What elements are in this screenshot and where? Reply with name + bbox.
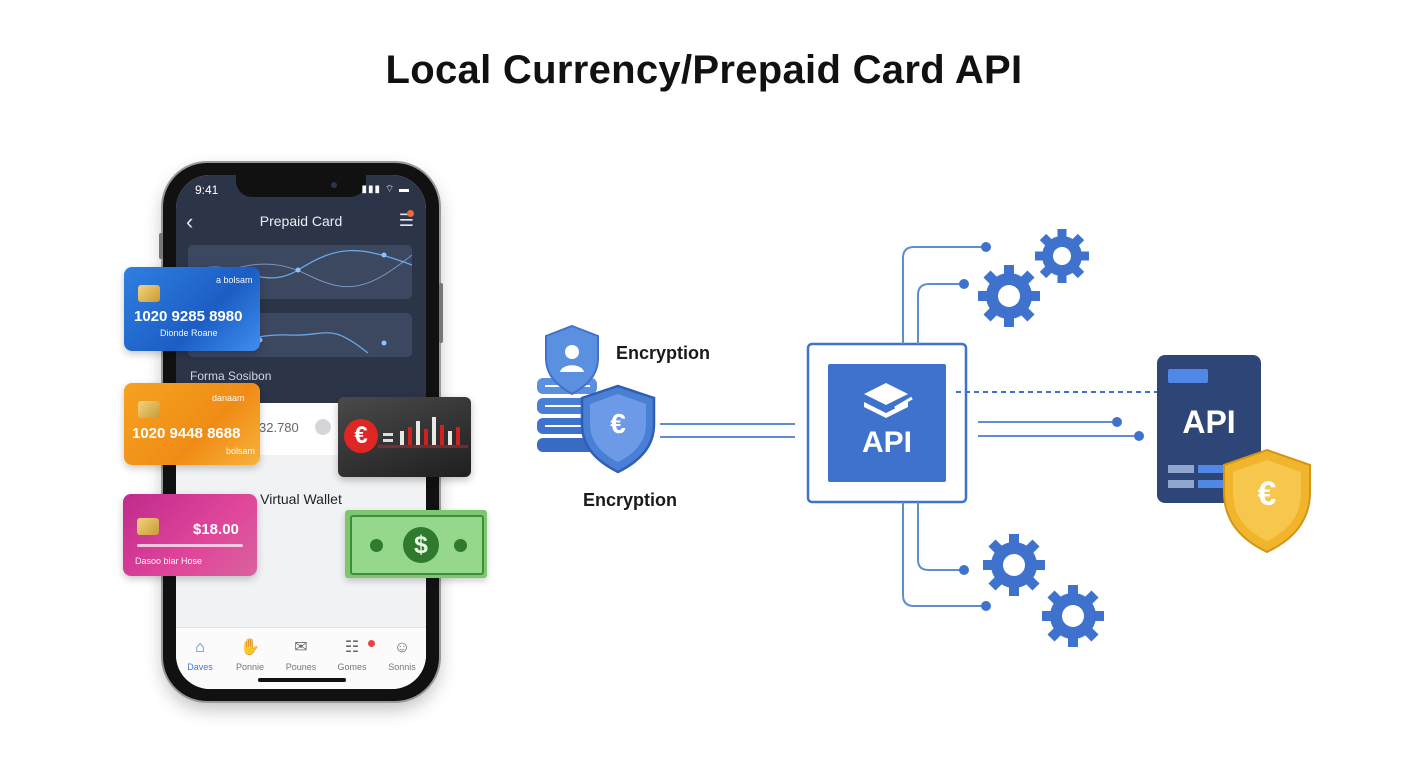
gear-icon <box>1035 229 1089 283</box>
connector-endpoint <box>1112 417 1122 427</box>
connector-endpoint <box>1134 431 1144 441</box>
encryption-label-bottom: Encryption <box>583 490 677 511</box>
gear-icon <box>1042 585 1104 647</box>
gear-icon <box>978 265 1040 327</box>
api-gateway-label: API <box>828 426 946 460</box>
gold-euro-symbol: € <box>1245 475 1289 514</box>
api-service-label: API <box>1157 404 1261 441</box>
encryption-label-top: Encryption <box>616 343 710 364</box>
euro-symbol: € <box>600 408 636 440</box>
api-gateway-box <box>828 364 946 482</box>
gear-icon <box>983 534 1045 596</box>
